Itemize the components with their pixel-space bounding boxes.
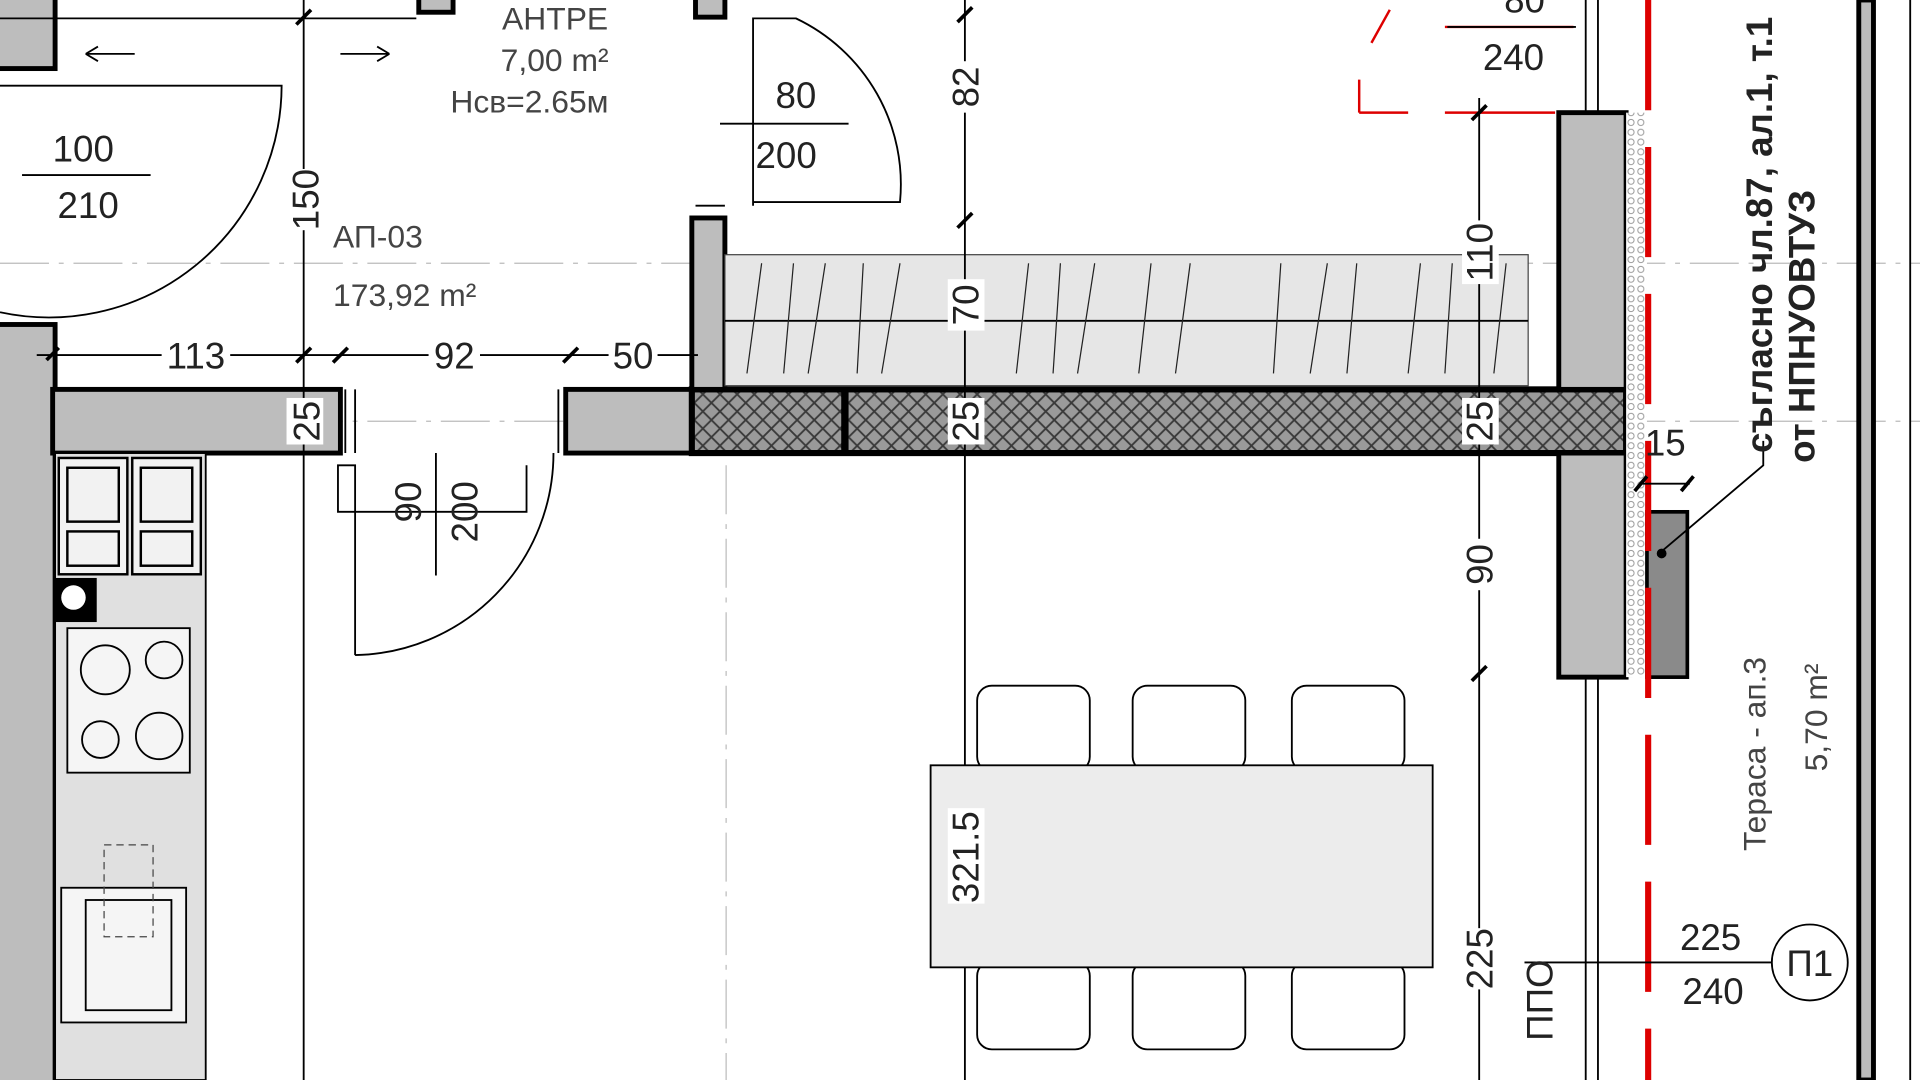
door-4-height: 240 xyxy=(1483,37,1544,78)
door-2-width: 80 xyxy=(775,75,816,116)
doors xyxy=(0,17,902,657)
door-1-width: 100 xyxy=(53,129,114,170)
dim-wall-25-b: 25 xyxy=(945,401,986,442)
dim-wall-25-a: 25 xyxy=(287,401,328,442)
note-line-1: съгласно чл.87, ал.1, т.1 xyxy=(1739,17,1780,453)
sink-icon xyxy=(60,886,188,1024)
dim-110: 110 xyxy=(1460,223,1501,282)
room-area-terrace: 5,70 m² xyxy=(1798,664,1834,772)
labels: АНТРЕ 7,00 m² Нсв=2.65м АП-03 173,92 m² … xyxy=(53,0,1834,1041)
door-3-width: 90 xyxy=(388,482,429,523)
room-height-antre: Нсв=2.65м xyxy=(450,84,608,120)
dim-82: 82 xyxy=(945,67,986,108)
dim-90: 90 xyxy=(1460,544,1501,585)
dim-225: 225 xyxy=(1460,928,1501,989)
door-2-height: 200 xyxy=(755,135,816,176)
dining-table xyxy=(929,684,1434,1051)
dim-150: 150 xyxy=(285,169,326,230)
note-line-2: от НПНУОВТУЗ xyxy=(1782,190,1823,463)
dim-70: 70 xyxy=(945,284,986,325)
facade xyxy=(1357,0,1912,1080)
dim-321-5: 321.5 xyxy=(945,811,986,903)
room-name-antre: АНТРЕ xyxy=(502,0,608,36)
door-4-width: 80 xyxy=(1504,0,1545,20)
door-1-height: 210 xyxy=(58,185,119,226)
window-width: 225 xyxy=(1680,917,1741,958)
kitchen-unit xyxy=(54,452,207,1080)
dim-wall-25-c: 25 xyxy=(1460,401,1501,442)
room-name-terrace: Тераса - ап.3 xyxy=(1737,657,1773,851)
room-area-apartment: 173,92 m² xyxy=(333,277,476,313)
dim-50: 50 xyxy=(613,336,654,377)
window-tag-circle xyxy=(1770,923,1849,1002)
room-name-apartment: АП-03 xyxy=(333,218,423,254)
window-sill: ППО xyxy=(1520,959,1561,1040)
window-height: 240 xyxy=(1682,971,1743,1012)
counter xyxy=(724,254,1529,387)
walls xyxy=(0,0,1690,1080)
window-tag: П1 xyxy=(1786,943,1833,984)
dim-92: 92 xyxy=(434,336,475,377)
dim-113: 113 xyxy=(167,336,226,377)
dim-15: 15 xyxy=(1645,423,1686,464)
door-3-height: 200 xyxy=(445,481,486,542)
room-area-antre: 7,00 m² xyxy=(501,42,609,78)
